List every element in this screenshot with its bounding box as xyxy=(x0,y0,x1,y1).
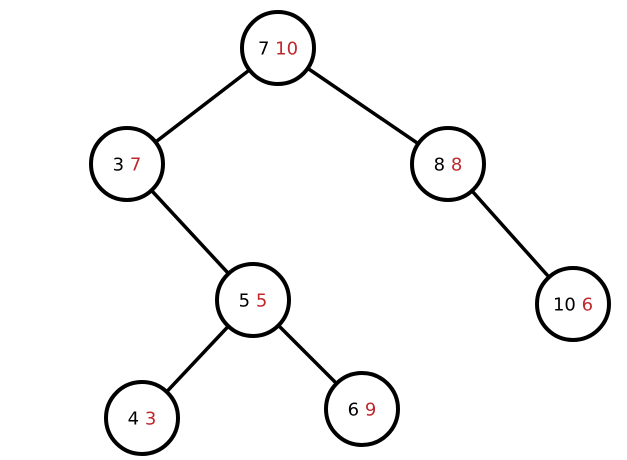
node-priority: 3 xyxy=(145,409,156,430)
node-circle xyxy=(535,266,611,342)
node-key: 3 xyxy=(113,155,124,176)
node-label: 7 10 xyxy=(258,39,298,60)
node-circle xyxy=(410,126,486,202)
node-key: 6 xyxy=(348,400,359,421)
node-label: 4 3 xyxy=(128,409,157,430)
node-priority: 10 xyxy=(275,39,298,60)
node-key: 10 xyxy=(553,295,576,316)
node-key: 4 xyxy=(128,409,139,430)
node-key: 7 xyxy=(258,39,269,60)
node-priority: 8 xyxy=(451,155,462,176)
node-label: 3 7 xyxy=(113,155,142,176)
node-circle xyxy=(104,380,180,456)
node-priority: 7 xyxy=(130,155,141,176)
node-key: 8 xyxy=(434,155,445,176)
node-priority: 5 xyxy=(256,291,267,312)
tree-node-5: 5 5 xyxy=(215,262,291,338)
tree-node-6: 6 9 xyxy=(324,371,400,447)
node-label: 10 6 xyxy=(553,295,593,316)
node-label: 8 8 xyxy=(434,155,463,176)
node-circle xyxy=(89,126,165,202)
node-circle xyxy=(215,262,291,338)
edges xyxy=(125,46,575,420)
node-label: 5 5 xyxy=(239,291,268,312)
node-key: 5 xyxy=(239,291,250,312)
nodes: 7 10 3 7 8 8 5 5 10 6 4 3 6 9 xyxy=(89,10,611,456)
tree-node-7: 7 10 xyxy=(240,10,316,86)
tree-node-3: 3 7 xyxy=(89,126,165,202)
tree-node-4: 4 3 xyxy=(104,380,180,456)
node-priority: 9 xyxy=(365,400,376,421)
tree-node-10: 10 6 xyxy=(535,266,611,342)
node-circle xyxy=(324,371,400,447)
node-priority: 6 xyxy=(582,295,593,316)
tree-node-8: 8 8 xyxy=(410,126,486,202)
node-label: 6 9 xyxy=(348,400,377,421)
node-circle xyxy=(240,10,316,86)
